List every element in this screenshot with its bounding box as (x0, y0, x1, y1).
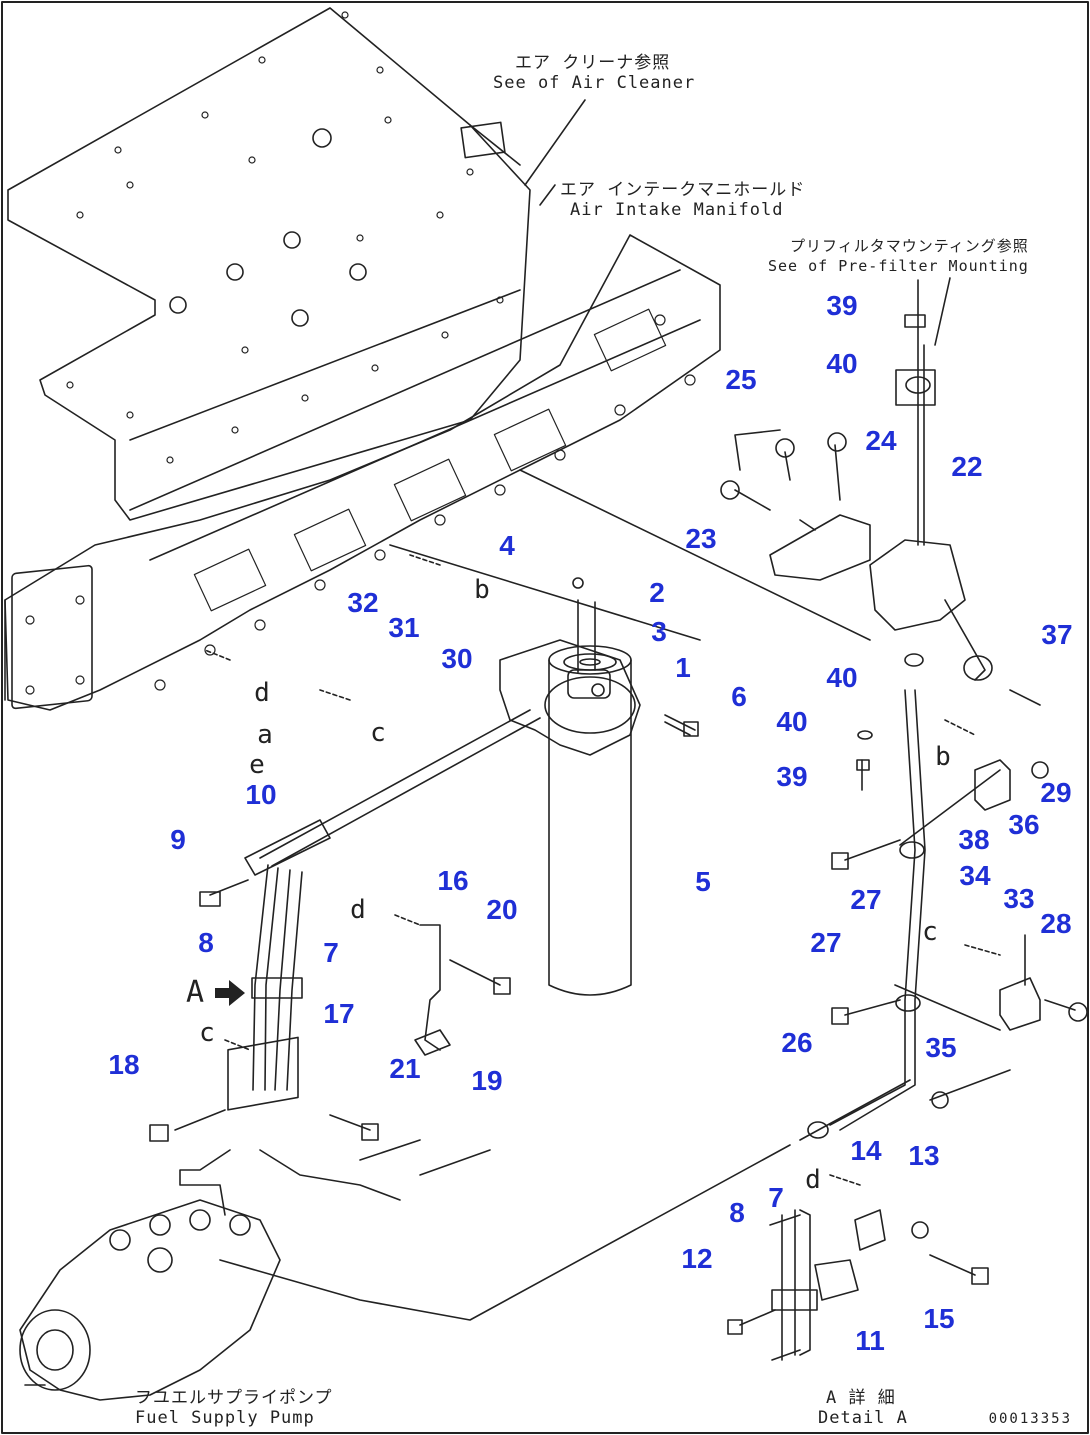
part-num-12: 12 (681, 1243, 713, 1274)
part-num-10: 10 (245, 779, 277, 810)
air-intake-manifold-callout: エア インテークマニホールド Air Intake Manifold (560, 180, 805, 220)
part-num-19: 19 (471, 1065, 503, 1096)
part-num-14: 14 (850, 1135, 882, 1166)
part-num-1: 1 (675, 652, 691, 683)
part-num-39a: 39 (826, 290, 858, 321)
part-num-37: 37 (1041, 619, 1073, 650)
part-num-2: 2 (649, 577, 665, 608)
prefilter (869, 539, 966, 631)
part-num-29: 29 (1040, 777, 1072, 808)
part-num-7-detail: 7 (768, 1182, 784, 1213)
part-num-20: 20 (486, 894, 518, 925)
view-letter-c-2: c (199, 1018, 215, 1048)
part-num-8: 8 (198, 927, 214, 958)
drawing-number: 00013353 (988, 1411, 1072, 1427)
part-num-21: 21 (389, 1053, 421, 1084)
fuel-supply-pump-callout-jp: フユエルサプライポンプ (135, 1388, 333, 1408)
part-num-4: 4 (499, 530, 515, 561)
part-num-5: 5 (695, 866, 711, 897)
air-cleaner-callout-en: See of Air Cleaner (493, 73, 696, 93)
part-num-40a: 40 (826, 348, 858, 379)
part-num-40c: 40 (776, 706, 808, 737)
part-num-27a: 27 (850, 884, 882, 915)
part-num-26: 26 (781, 1027, 813, 1058)
part-num-34: 34 (959, 860, 991, 891)
view-letter-d-2: d (350, 895, 366, 925)
prefilter-mounting-callout-en: See of Pre-filter Mounting (768, 257, 1029, 275)
part-num-6: 6 (731, 681, 747, 712)
air-intake-manifold-callout-jp: エア インテークマニホールド (560, 180, 806, 200)
part-num-11: 11 (855, 1325, 885, 1356)
view-letter-d-3: d (805, 1165, 821, 1195)
part-num-23: 23 (685, 523, 717, 554)
fuel-supply-pump-callout-en: Fuel Supply Pump (135, 1408, 315, 1428)
part-num-7: 7 (323, 937, 339, 968)
detail-a-callout-jp: A 詳 細 (826, 1388, 896, 1408)
detail-a-callout: A 詳 細 Detail A (818, 1388, 908, 1428)
view-letter-a: a (257, 720, 273, 750)
air-cleaner-callout-jp: エア クリーナ参照 (515, 53, 671, 73)
part-num-13: 13 (908, 1140, 940, 1171)
part-num-40b: 40 (826, 662, 858, 693)
part-num-25: 25 (725, 364, 757, 395)
part-num-16: 16 (437, 865, 469, 896)
filter-cartridge (548, 659, 632, 996)
part-num-9: 9 (170, 824, 186, 855)
view-letter-e: e (249, 750, 265, 780)
filter-head (499, 639, 641, 756)
part-num-35: 35 (925, 1032, 957, 1063)
prefilter-mounting-callout-jp: プリフィルタマウンティング参照 (790, 237, 1029, 255)
detail-a-callout-en: Detail A (818, 1408, 908, 1428)
part-num-39b: 39 (776, 761, 808, 792)
view-letter-d: d (254, 678, 270, 708)
view-letter-b: b (474, 575, 490, 605)
view-letter-c: c (370, 718, 386, 748)
part-num-30: 30 (441, 643, 473, 674)
part-num-28: 28 (1040, 908, 1072, 939)
part-num-17: 17 (323, 998, 355, 1029)
air-cleaner-callout: エア クリーナ参照 See of Air Cleaner (493, 53, 695, 93)
air-cleaner-plate (7, 7, 531, 521)
part-num-18: 18 (108, 1049, 140, 1080)
part-num-24: 24 (865, 425, 897, 456)
part-num-8-detail: 8 (729, 1197, 745, 1228)
part-num-36: 36 (1008, 809, 1040, 840)
view-letter-b-2: b (935, 742, 951, 772)
part-num-32: 32 (347, 587, 379, 618)
air-intake-manifold-callout-en: Air Intake Manifold (570, 200, 784, 220)
part-num-31: 31 (388, 612, 420, 643)
detail-a-arrow-icon (215, 980, 245, 1006)
part-num-27b: 27 (810, 927, 842, 958)
part-num-22: 22 (951, 451, 983, 482)
part-num-33: 33 (1003, 883, 1035, 914)
view-letter-A: A (185, 975, 205, 1010)
prefilter-mounting-callout: プリフィルタマウンティング参照 See of Pre-filter Mounti… (768, 236, 1029, 276)
view-letter-c-3: c (922, 917, 938, 947)
part-num-15: 15 (923, 1303, 955, 1334)
part-num-3: 3 (651, 616, 667, 647)
intake-manifold (4, 234, 721, 711)
part-num-38: 38 (958, 824, 990, 855)
fuel-supply-pump-callout: フユエルサプライポンプ Fuel Supply Pump (135, 1388, 333, 1428)
